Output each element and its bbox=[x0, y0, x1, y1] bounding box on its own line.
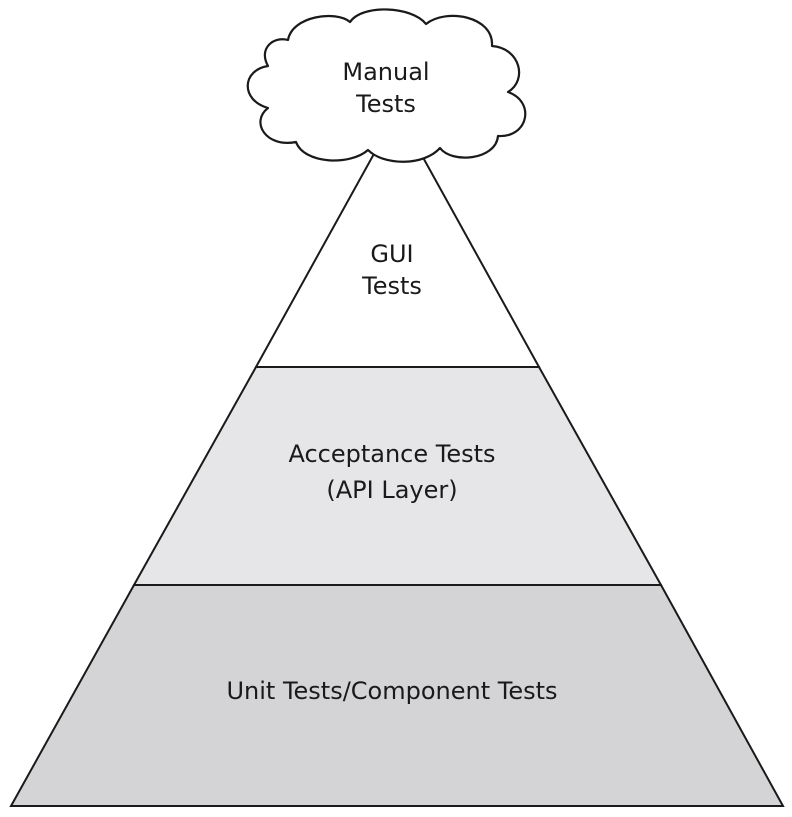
acceptance-tests-label-line1: Acceptance Tests bbox=[288, 440, 495, 468]
cloud-label-line1: Manual bbox=[342, 58, 429, 86]
cloud-label-line2: Tests bbox=[355, 90, 416, 118]
acceptance-tests-label-line2: (API Layer) bbox=[326, 476, 457, 504]
gui-tests-label-line1: GUI bbox=[370, 240, 413, 268]
manual-tests-cloud bbox=[246, 8, 527, 163]
unit-tests-label: Unit Tests/Component Tests bbox=[226, 677, 557, 705]
gui-tests-label-line2: Tests bbox=[361, 272, 422, 300]
